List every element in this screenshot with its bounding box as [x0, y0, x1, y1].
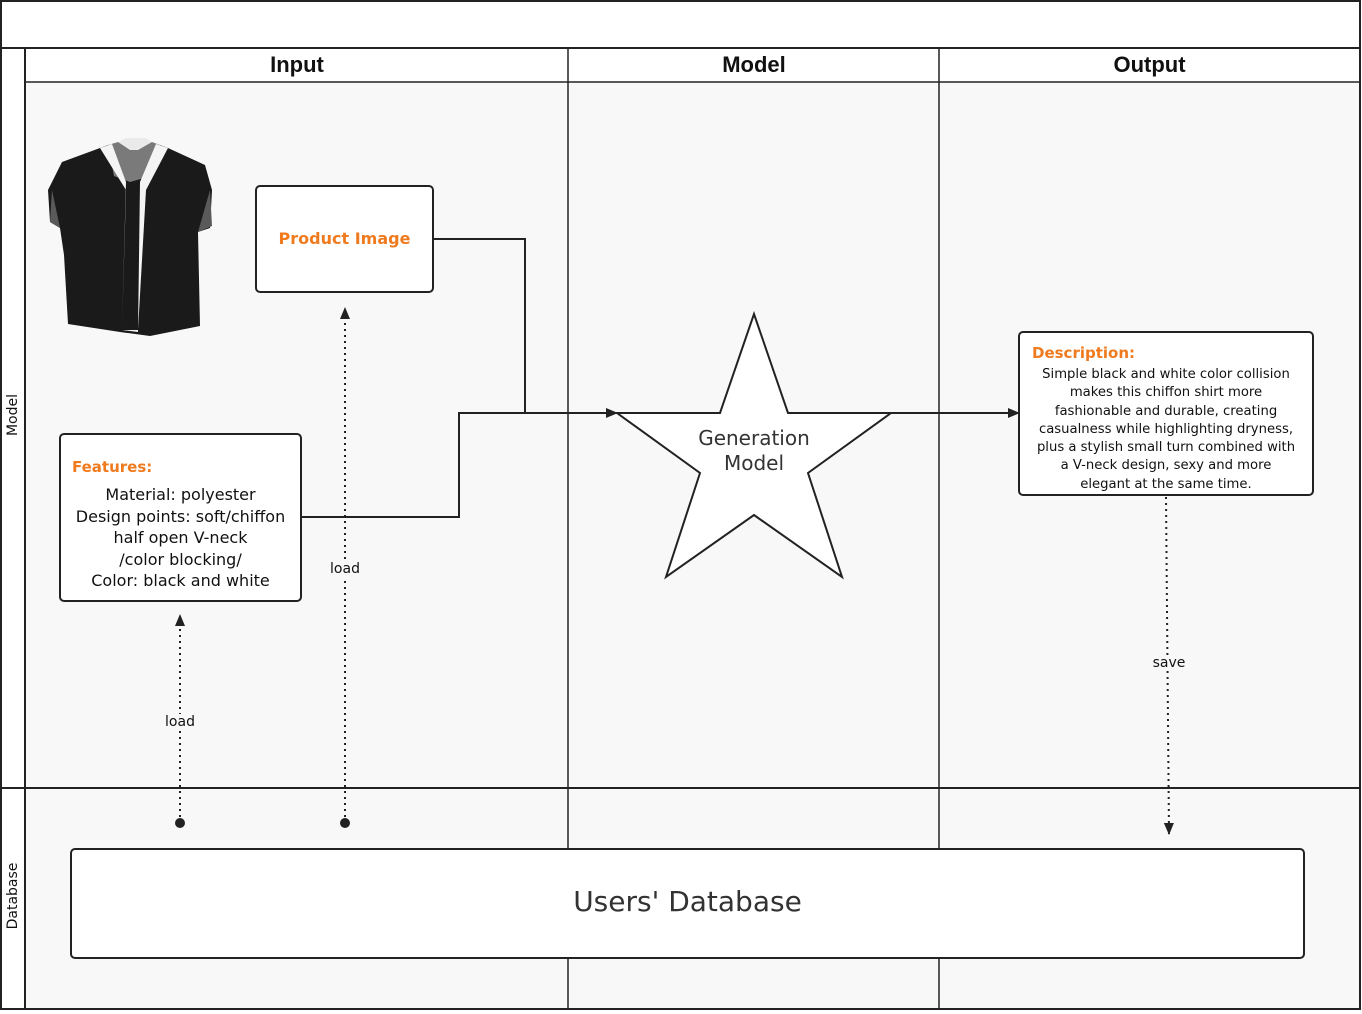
generation-model-line: Generation [698, 426, 810, 450]
features-heading: Features: [72, 458, 153, 476]
generation-model-label: Generation Model [680, 426, 828, 476]
row-header-model: Model [5, 393, 21, 437]
generation-model-star [613, 310, 895, 580]
description-text: Simple black and white color collision m… [1020, 366, 1312, 494]
column-header-model: Model [722, 52, 786, 77]
features-line: /color blocking/ [119, 549, 242, 569]
description-line: elegant at the same time. [1080, 476, 1252, 492]
features-line: Design points: soft/chiffon [75, 506, 286, 526]
shirt-image [48, 138, 212, 336]
features-text: Material: polyester Design points: soft/… [61, 484, 300, 592]
features-line: half open V-neck [113, 528, 248, 547]
edge-label-load-image: load [325, 561, 365, 577]
database-label: Users' Database [573, 885, 802, 918]
edge-image-to-model [433, 238, 618, 418]
edge-label-load-features: load [160, 714, 200, 730]
database-box [70, 848, 1305, 959]
row-header-database: Database [5, 862, 21, 930]
load-features-origin-dot [175, 818, 185, 828]
product-image-label: Product Image [278, 229, 411, 248]
description-line: fashionable and durable, creating [1054, 403, 1278, 419]
features-line: Color: black and white [91, 571, 270, 590]
edge-label-save: save [1149, 655, 1189, 671]
features-line: Material: polyester [105, 485, 256, 504]
description-line: makes this chiffon shirt more [1069, 385, 1263, 401]
description-line: casualness while highlighting dryness, [1038, 421, 1294, 437]
description-line: a V-neck design, sexy and more [1060, 458, 1272, 474]
description-heading: Description: [1032, 344, 1136, 362]
generation-model-line: Model [723, 451, 785, 475]
description-line: Simple black and white color collision [1042, 367, 1290, 382]
load-image-origin-dot [340, 818, 350, 828]
description-line: plus a stylish small turn combined with [1036, 440, 1296, 456]
column-header-output: Output [1113, 52, 1186, 77]
edge-features-to-model [301, 412, 525, 518]
column-header-input: Input [270, 52, 324, 77]
